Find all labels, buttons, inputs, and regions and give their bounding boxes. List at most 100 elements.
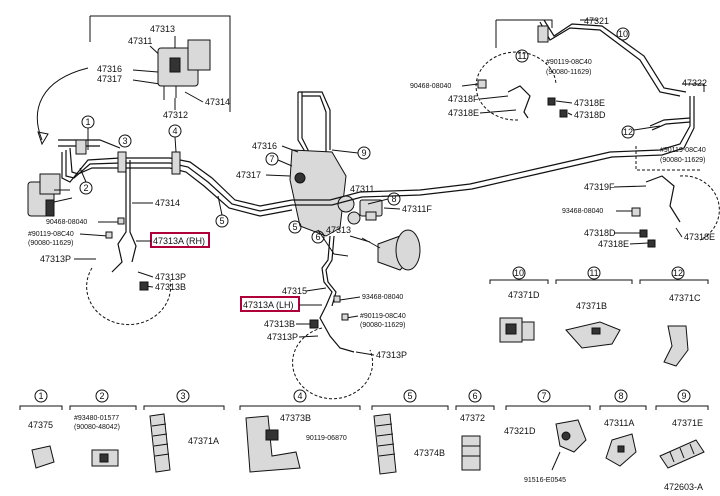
label-47313B-left: 47313B	[155, 282, 186, 292]
callout-11: 11	[517, 51, 526, 61]
label-47317-left: 47317	[97, 74, 122, 84]
label-47311F: 47311F	[402, 204, 432, 214]
label-90080-r: (90080-11629)	[660, 157, 705, 164]
svg-text:4: 4	[297, 391, 302, 401]
label-47314-mid: 47314	[155, 198, 180, 208]
label-47313P-left: 47313P	[40, 254, 71, 264]
svg-text:9: 9	[681, 391, 686, 401]
label-47314-top: 47314	[205, 97, 230, 107]
label-47313P-left2: 47313P	[155, 272, 186, 282]
label-47313A-RH: 47313A (RH)	[153, 236, 205, 246]
bottom-row: 1 47375 2 #93480-01577 (90080-48042) 3 4…	[19, 389, 709, 484]
label-47318E-tr2: 47318E	[574, 98, 605, 108]
callout-10: 10	[618, 29, 628, 39]
part-47373B: 47373B	[280, 413, 311, 423]
label-47313-top: 47313	[150, 24, 175, 34]
label-47313B-mid: 47313B	[264, 319, 295, 329]
label-47312: 47312	[163, 110, 188, 120]
highlight-47313A-RH[interactable]	[150, 232, 210, 248]
lh-front-line	[319, 235, 355, 353]
svg-text:8: 8	[618, 391, 623, 401]
label-90119-tr: #90119-08C40	[546, 59, 592, 66]
label-47311-mid: 47311	[350, 184, 374, 194]
part-90080-48042: (90080-48042)	[74, 424, 120, 431]
label-90080-left: (90080-11629)	[28, 240, 73, 247]
svg-text:7: 7	[541, 391, 546, 401]
part-47375: 47375	[28, 420, 53, 430]
svg-text:6: 6	[472, 391, 477, 401]
rear-brake-line	[292, 96, 691, 201]
label-90119-left: #90119-08C40	[28, 231, 74, 238]
callout-5: 5	[219, 216, 224, 226]
callout-2: 2	[83, 183, 88, 193]
callout-9: 9	[361, 148, 366, 158]
label-90119-mid: #90119-08C40	[360, 313, 406, 320]
label-47316-left: 47316	[97, 64, 122, 74]
part-47374B: 47374B	[414, 448, 445, 458]
callout-7: 7	[269, 154, 274, 164]
svg-text:2: 2	[99, 391, 104, 401]
svg-text:5: 5	[407, 391, 412, 401]
label-47318E-r2: 47318E	[684, 232, 715, 242]
highlight-47313A-LH[interactable]	[240, 296, 300, 312]
label-47313P-mid2: 47313P	[376, 350, 407, 360]
callout-4: 4	[172, 126, 177, 136]
label-47321: 47321	[584, 16, 609, 26]
callout-5-center: 5	[292, 222, 297, 232]
label-47318E-tr: 47318E	[448, 108, 479, 118]
callout-3: 3	[122, 136, 127, 146]
svg-text:12: 12	[673, 268, 683, 278]
part-93480-01577: #93480-01577	[74, 415, 119, 422]
label-47313A-LH: 47313A (LH)	[243, 300, 294, 310]
valve-assembly-group: 47313 47311 47316 47317 47314 47312	[36, 15, 231, 146]
part-47371E: 47371E	[672, 418, 703, 428]
master-cylinder-left	[27, 173, 73, 217]
label-93468-mid: 93468-08040	[362, 294, 403, 301]
part-47311A: 47311A	[604, 418, 634, 428]
part-47371B: 47371B	[576, 301, 607, 311]
center-master-cylinder	[289, 91, 421, 271]
part-47372: 47372	[460, 413, 485, 423]
label-90468-left: 90468-08040	[46, 219, 87, 226]
svg-text:11: 11	[589, 268, 598, 278]
label-90080-tr: (90080-11629)	[546, 69, 591, 76]
svg-text:1: 1	[38, 391, 43, 401]
valve-bracket	[187, 39, 211, 71]
label-47313P-mid: 47313P	[267, 332, 298, 342]
label-47316-mid: 47316	[252, 141, 277, 151]
label-47318E-r: 47318E	[598, 239, 629, 249]
label-47315: 47315	[282, 286, 307, 296]
label-90468-tr: 90468-08040	[410, 83, 451, 90]
rear-rh-group: 47322 12 #90119-08C40 (90080-11629) 4731…	[562, 78, 720, 249]
label-47318D-tr: 47318D	[574, 110, 606, 120]
diagram-id: 472603-A	[664, 482, 703, 492]
svg-text:3: 3	[180, 391, 185, 401]
left-brake-lines	[58, 139, 293, 273]
lh-wheel-outline	[292, 327, 374, 400]
label-90119-r: #90119-08C40	[660, 147, 706, 154]
callout-6: 6	[315, 232, 320, 242]
label-47318F-tr: 47318F	[448, 94, 479, 104]
detail-box-10: 10 47371D	[489, 266, 549, 343]
detail-box-11: 11 47371B	[555, 266, 633, 349]
label-47319F: 47319F	[584, 182, 615, 192]
label-47313-mid: 47313	[326, 225, 351, 235]
rear-lh-group: 47321 10 11 #90119-08C40 (90080-11629) 9…	[410, 16, 687, 121]
label-47317-mid: 47317	[236, 170, 261, 180]
callout-1: 1	[85, 117, 90, 127]
detail-box-12: 12 47371C	[639, 266, 709, 367]
part-47371A: 47371A	[188, 436, 219, 446]
part-47321D: 47321D	[504, 426, 536, 436]
svg-text:10: 10	[514, 268, 524, 278]
part-47371C: 47371C	[669, 293, 701, 303]
label-47311-top: 47311	[128, 36, 152, 46]
callout-8: 8	[391, 194, 396, 204]
part-90119-06870: 90119-06870	[306, 435, 347, 442]
part-91516-E0545: 91516-E0545	[524, 477, 566, 484]
label-90080-mid: (90080-11629)	[360, 322, 405, 329]
valve-port	[169, 57, 181, 73]
label-93468-r: 93468-08040	[562, 208, 603, 215]
callout-12: 12	[623, 127, 633, 137]
